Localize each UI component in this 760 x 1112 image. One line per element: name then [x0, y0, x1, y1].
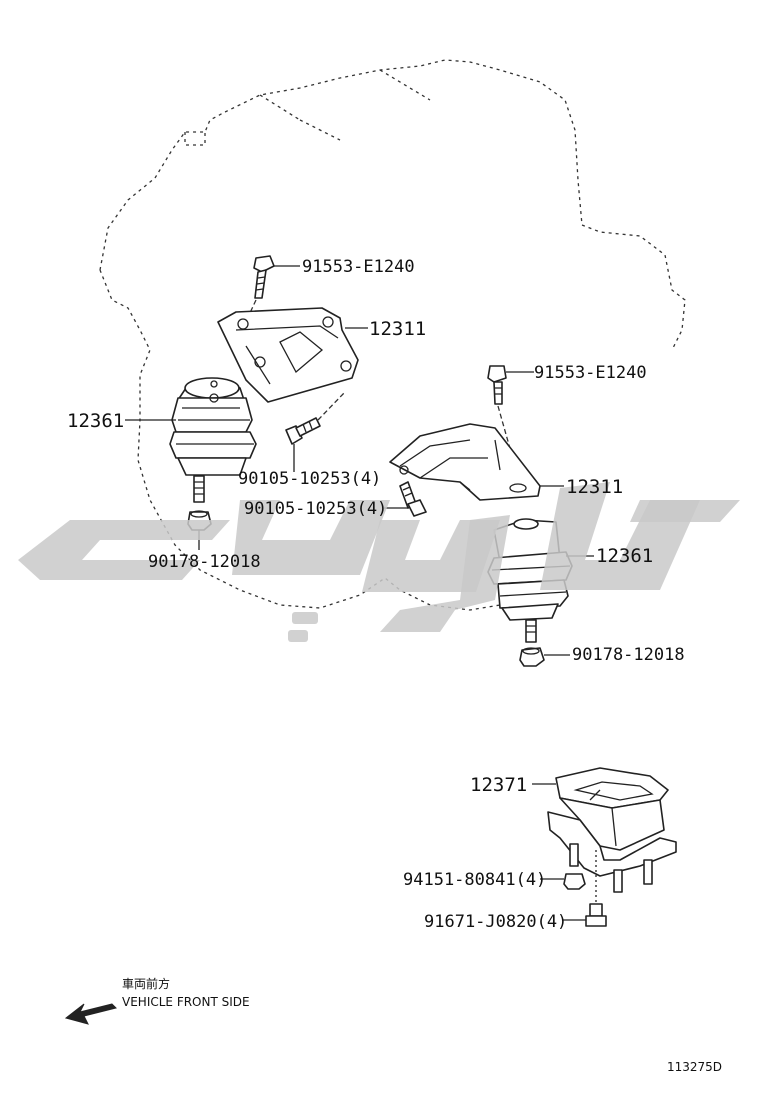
- callout-bracket-right: 12311: [566, 476, 623, 498]
- callout-bracket-left: 12311: [369, 318, 426, 340]
- rear-nut: [563, 873, 586, 890]
- bolt-right-upper: [487, 365, 507, 405]
- direction-label-english: VEHICLE FRONT SIDE: [122, 995, 250, 1009]
- callout-rear-nut: 94151-80841(4): [403, 870, 546, 890]
- direction-label-japanese: 車両前方: [122, 976, 170, 991]
- callout-rear-bolt: 91671-J0820(4): [424, 912, 567, 932]
- callout-bolt-left: 91553-E1240: [302, 257, 415, 277]
- rear-bolt: [585, 903, 607, 927]
- callout-mount-left: 12361: [67, 410, 124, 432]
- bracket-left: [217, 307, 359, 403]
- callout-rear-mount: 12371: [470, 774, 527, 796]
- stud-left: [193, 475, 205, 503]
- callout-bolts-right: 90105-10253(4): [244, 499, 387, 519]
- callout-nut-right: 90178-12018: [572, 645, 685, 665]
- callout-bolt-right: 91553-E1240: [534, 363, 647, 383]
- callout-mount-right: 12361: [596, 545, 653, 567]
- stud-right: [525, 619, 537, 643]
- bolt-left-upper: [253, 255, 275, 299]
- callout-nut-left: 90178-12018: [148, 552, 261, 572]
- rear-mount: [547, 767, 677, 877]
- rear-studs: [569, 843, 653, 893]
- nut-right: [519, 647, 545, 667]
- engine-mount-left: [169, 377, 257, 476]
- figure-id: 113275D: [667, 1060, 722, 1074]
- vehicle-front-arrow-icon: [64, 1003, 117, 1025]
- watermark-logo: [18, 482, 740, 642]
- callout-bolts-left: 90105-10253(4): [238, 469, 381, 489]
- bolt-left-lower: [285, 417, 321, 445]
- bracket-right: [389, 423, 541, 501]
- bolt-right-lower: [399, 481, 427, 517]
- engine-detail: [184, 69, 431, 146]
